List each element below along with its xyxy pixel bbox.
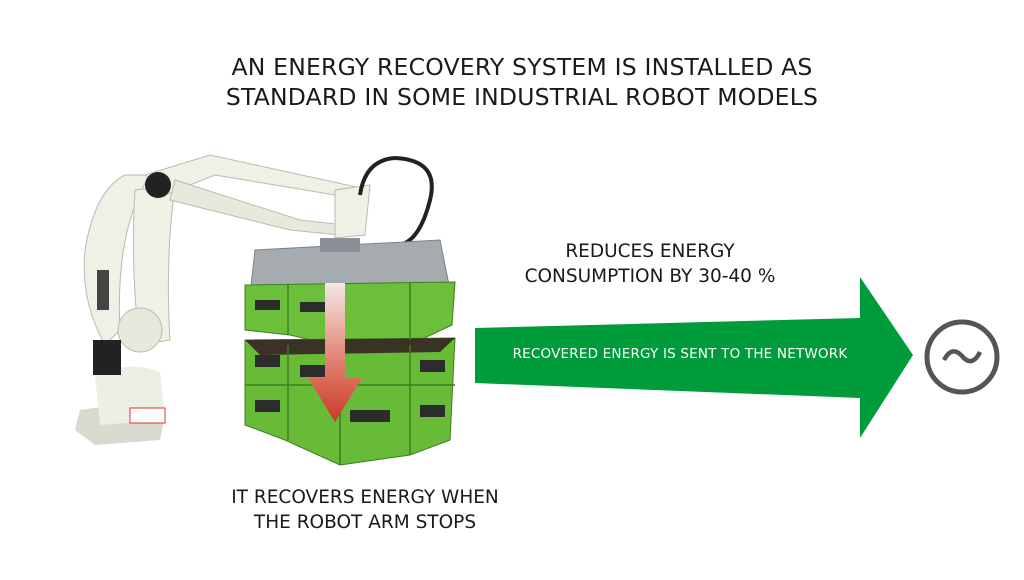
crates-image <box>244 238 456 466</box>
alternating-current-icon <box>924 319 1000 395</box>
reduction-line-1: REDUCES ENERGY <box>565 241 735 262</box>
recovery-line-2: THE ROBOT ARM STOPS <box>253 512 477 533</box>
robot-arm-image <box>75 154 434 445</box>
energy-flow-arrow <box>475 277 913 438</box>
page-title: AN ENERGY RECOVERY SYSTEM IS INSTALLED A… <box>0 52 1024 112</box>
recovery-line-1: IT RECOVERS ENERGY WHEN <box>231 487 499 508</box>
arrow-label: RECOVERED ENERGY IS SENT TO THE NETWORK <box>512 346 848 362</box>
reduction-caption: REDUCES ENERGY CONSUMPTION BY 30-40 % <box>500 239 800 289</box>
recovery-caption: IT RECOVERS ENERGY WHEN THE ROBOT ARM ST… <box>200 485 530 535</box>
reduction-line-2: CONSUMPTION BY 30-40 % <box>524 266 776 287</box>
title-line-2: STANDARD IN SOME INDUSTRIAL ROBOT MODELS <box>225 83 819 111</box>
title-line-1: AN ENERGY RECOVERY SYSTEM IS INSTALLED A… <box>231 53 813 81</box>
down-arrow-icon <box>308 283 362 422</box>
